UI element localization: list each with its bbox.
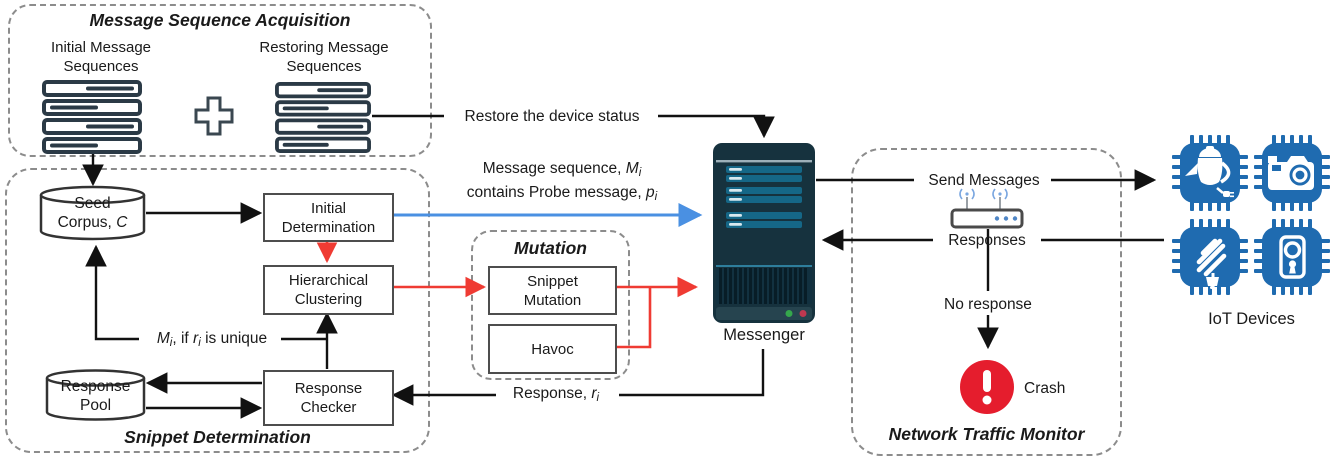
response-checker-box: Response Checker <box>263 370 394 426</box>
crash-alert-icon <box>960 360 1014 414</box>
messenger-label: Messenger <box>723 326 805 344</box>
line-havoc-join <box>613 287 652 349</box>
snippet-determination-box <box>5 168 430 453</box>
responses-label: Responses <box>948 232 1026 249</box>
arrow-restore-to-messenger <box>658 114 775 139</box>
restore-device-status-label: Restore the device status <box>464 108 640 125</box>
iot-devices-label: IoT Devices <box>1208 310 1295 328</box>
led-red <box>799 310 807 317</box>
mutation-title: Mutation <box>514 238 587 258</box>
chip-kettle-icon <box>1172 135 1248 211</box>
response-pool-label: Response Pool <box>60 378 131 414</box>
message-stack-icon <box>42 80 142 154</box>
line-messenger-response <box>619 349 765 397</box>
mutation-box <box>471 230 630 380</box>
snippet-determination-title: Snippet Determination <box>124 427 311 447</box>
chip-camera-icon <box>1254 135 1330 211</box>
led-green <box>785 310 793 317</box>
server-icon <box>713 143 815 323</box>
network-traffic-monitor-box <box>851 148 1122 456</box>
response-label: Response, ri <box>512 385 600 404</box>
snippet-mutation-box: Snippet Mutation <box>488 266 617 315</box>
network-traffic-monitor-title: Network Traffic Monitor <box>888 424 1085 444</box>
database-icon <box>39 185 146 241</box>
message-sequence-label: Message sequence, Mi contains Probe mess… <box>466 160 658 203</box>
initial-determination-box: Initial Determination <box>263 193 394 242</box>
crash-label: Crash <box>1024 380 1066 397</box>
seed-corpus-label: Seed Corpus, C <box>57 195 128 231</box>
send-messages-label: Send Messages <box>928 172 1040 189</box>
restoring-sequences-label: Restoring Message Sequences <box>259 39 389 75</box>
acquisition-title: Message Sequence Acquisition <box>89 10 351 30</box>
hierarchical-clustering-box: Hierarchical Clustering <box>263 265 394 315</box>
initial-sequences-label: Initial Message Sequences <box>50 39 152 75</box>
plus-icon <box>194 96 234 136</box>
message-sequence-acquisition-box <box>8 4 432 157</box>
havoc-box: Havoc <box>488 324 617 374</box>
chip-bulb-icon <box>1172 219 1248 295</box>
no-response-label: No response <box>944 296 1032 313</box>
chip-lock-icon <box>1254 219 1330 295</box>
arrow-feedback-to-seed-corpus <box>85 244 139 341</box>
message-stack-icon <box>275 82 371 153</box>
unique-response-feedback-label: Mi, if ri is unique <box>156 330 268 349</box>
wifi-router-icon <box>950 188 1024 229</box>
database-icon <box>45 369 146 421</box>
